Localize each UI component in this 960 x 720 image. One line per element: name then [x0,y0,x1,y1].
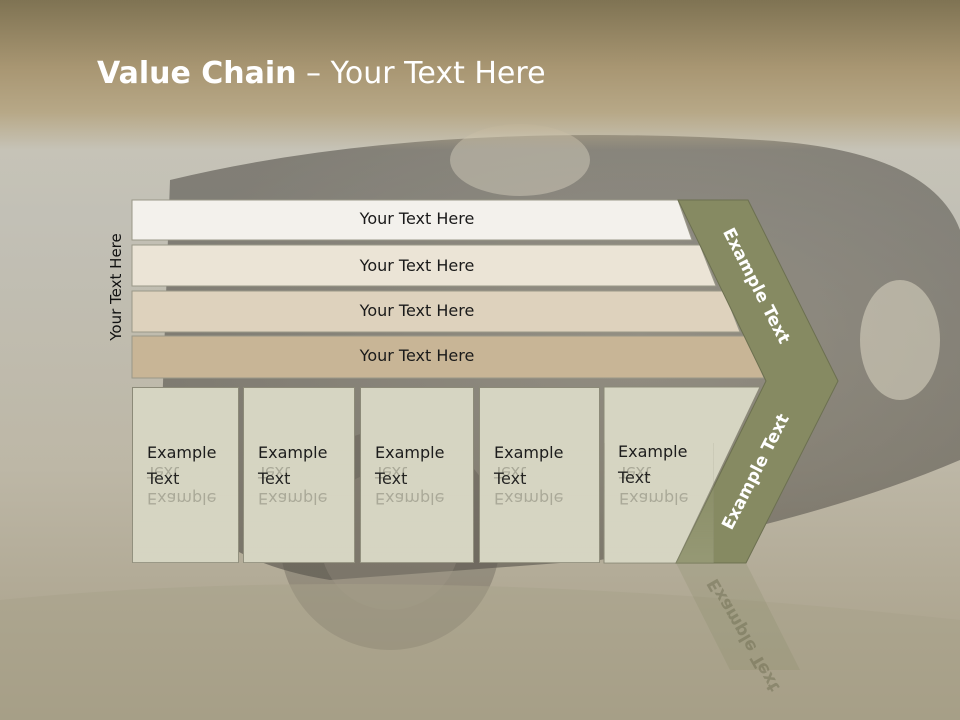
box-3-line1: Example [375,443,445,462]
slide-title: Value Chain – Your Text Here [97,52,546,96]
box-2-line1: Example [258,443,328,462]
box-4-line1: Example [494,443,564,462]
row-bar-2 [131,244,717,287]
row-bar-1 [131,199,693,241]
box-4-refl-line2: Text [494,463,527,482]
row-label-2: Your Text Here [359,256,475,275]
box-1-line1: Example [147,443,217,462]
box-5-refl-line1: Example [619,489,689,508]
box-3-refl-line2: Text [375,463,408,482]
box-4-line2: Text [494,469,527,488]
box-5-refl-line2: Text [619,463,652,482]
box-1-refl-line2: Text [147,463,180,482]
row-label-3: Your Text Here [359,301,475,320]
row-label-1: Your Text Here [359,209,475,228]
chevron-reflection [676,563,800,670]
box-2-refl-line1: Example [258,489,328,508]
title-bold: Value Chain [97,56,297,91]
box-4-refl-line1: Example [494,489,564,508]
row-bar-3 [131,290,741,333]
box-5-line1: Example [618,442,688,461]
title-rest: – Your Text Here [296,56,546,91]
box-2-refl-line2: Text [258,463,291,482]
title-band [0,0,960,150]
box-2-line2: Text [258,469,291,488]
box-1-refl-line1: Example [147,489,217,508]
box-5-line2: Text [618,468,651,487]
box-1-line2: Text [147,469,180,488]
row-label-4: Your Text Here [359,346,475,365]
box-3-line2: Text [375,469,408,488]
chevron-arrow [675,199,839,564]
box-3-refl-line1: Example [375,489,445,508]
